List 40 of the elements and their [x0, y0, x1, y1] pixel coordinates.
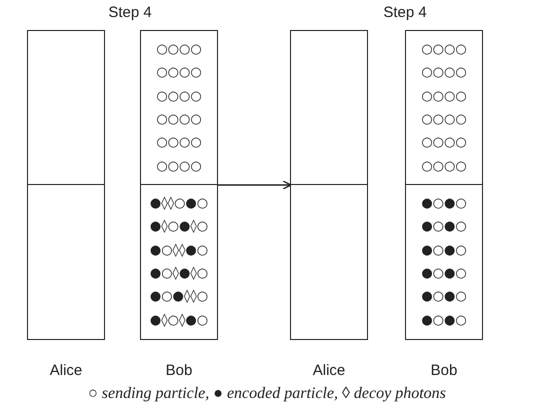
particle-row-text: ●○◊◊●○	[148, 244, 210, 258]
participant-label: Bob	[164, 362, 194, 379]
particle-row-text: ○○○○	[155, 113, 203, 127]
participant-label: Bob	[430, 362, 458, 379]
participant-label: Alice	[312, 362, 346, 379]
particle-row-text: ●◊○◊●○	[148, 314, 210, 328]
particle-box	[405, 185, 483, 340]
particle-row-text: ●○●○	[420, 220, 468, 234]
participant-label: Alice	[48, 362, 84, 379]
particle-row-text: ○○○○	[420, 136, 468, 150]
caption: ○ sending particle, ● encoded particle, ◊ decoy photons	[87, 385, 447, 403]
particle-row-text: ○○○○	[155, 66, 203, 80]
step-heading: Step 4	[107, 4, 153, 21]
particle-row-text: ●○●○	[420, 267, 468, 281]
particle-box	[140, 30, 218, 185]
particle-row-text: ●○●○	[420, 197, 468, 211]
particle-box	[405, 30, 483, 185]
particle-box	[27, 30, 105, 185]
particle-row-text: ○○○○	[420, 160, 468, 174]
particle-row-text: ○○○○	[155, 160, 203, 174]
particle-row-text: ●◊○●◊○	[148, 220, 210, 234]
particle-row-text: ●○●○	[420, 314, 468, 328]
particle-row-text: ●○●◊◊○	[148, 290, 210, 304]
particle-box	[140, 185, 218, 340]
particle-row-text: ○○○○	[420, 113, 468, 127]
particle-box	[290, 185, 368, 340]
particle-box	[290, 30, 368, 185]
particle-row-text: ○○○○	[420, 43, 468, 57]
particle-row-text: ●○◊●◊○	[148, 267, 210, 281]
particle-row-text: ○○○○	[420, 66, 468, 80]
particle-row-text: ●◊◊○●○	[148, 197, 210, 211]
particle-row-text: ●○●○	[420, 290, 468, 304]
particle-row-text: ○○○○	[420, 90, 468, 104]
particle-row-text: ○○○○	[155, 136, 203, 150]
particle-box	[27, 185, 105, 340]
particle-row-text: ●○●○	[420, 244, 468, 258]
particle-row-text: ○○○○	[155, 43, 203, 57]
step-heading: Step 4	[382, 4, 428, 21]
arrow	[218, 180, 292, 190]
particle-row-text: ○○○○	[155, 90, 203, 104]
